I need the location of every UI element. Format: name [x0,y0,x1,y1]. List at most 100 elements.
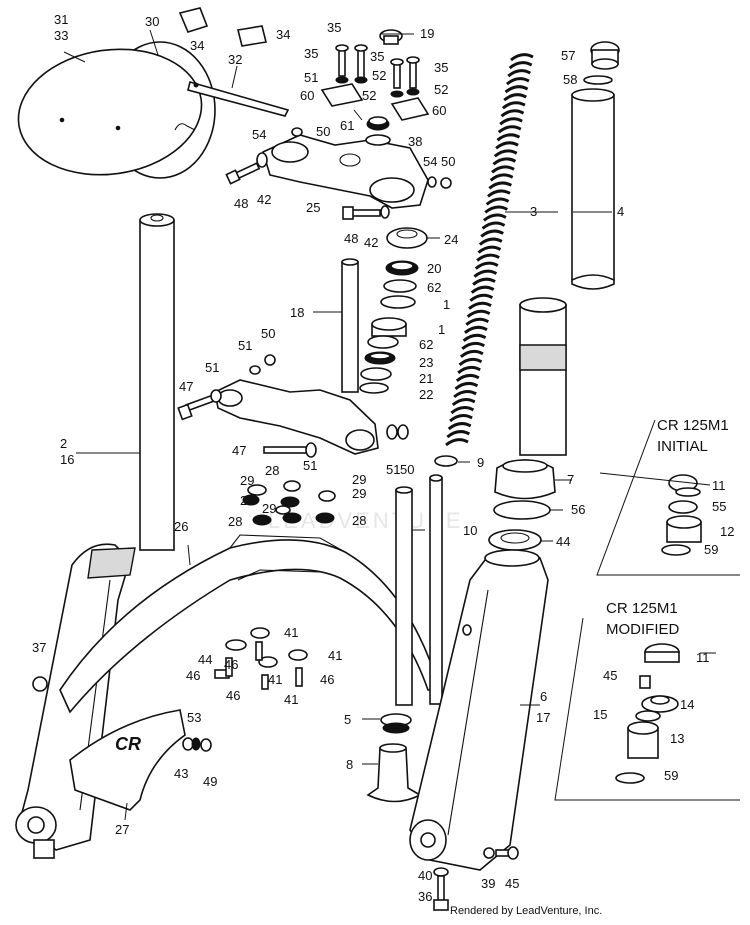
handlebar-clamp-a [320,83,364,107]
callout-c24: 24 [444,232,458,247]
number-plate [17,41,216,179]
right-fork-slider [409,549,549,871]
damper-rod [395,486,413,706]
callout-c27: 27 [115,822,129,837]
callout-c60b: 60 [432,103,446,118]
callout-c19: 19 [420,26,434,41]
credit-text: Rendered by LeadVenture, Inc. [450,905,602,917]
fork-top-bridge [262,134,429,209]
callout-c50c: 50 [261,326,275,341]
spring-seat-5 [380,713,412,734]
callout-c36: 36 [418,889,432,904]
callout-c14: 14 [680,697,694,712]
dust-seal-7 [494,459,556,500]
callout-c29b: 29 [352,472,366,487]
callout-c34a: 34 [190,38,204,53]
rubber-pad-34a [178,7,209,33]
oring-58 [583,75,613,85]
washer-40 [433,867,449,877]
slider-tube [519,297,567,456]
callout-c44b: 44 [198,652,212,667]
nut-50c [397,424,409,440]
callout-c45a: 45 [603,668,617,683]
stem-cap-19 [379,29,403,45]
dust-seal-24 [386,227,428,249]
callout-c1a: 1 [443,297,450,312]
washer-51a-bottom [210,389,222,403]
callout-c13: 13 [670,731,684,746]
washer-52b [390,90,404,98]
inset-modified-title-2: MODIFIED [606,621,679,638]
callout-c28c: 28 [228,514,242,529]
callout-c5: 5 [344,712,351,727]
stem-nut-61 [366,116,390,131]
washer-39 [483,847,495,859]
callout-c11b: 11 [696,650,710,665]
callout-c18: 18 [290,305,304,320]
ring-9 [434,455,458,467]
callout-c31: 31 [54,12,68,27]
callout-c39: 39 [481,876,495,891]
bolt-48b [342,205,390,220]
callout-c17: 17 [536,710,550,725]
washer-54a [291,127,303,137]
callout-c12: 12 [720,524,734,539]
callout-c37: 37 [32,640,46,655]
callout-c29a: 29 [240,473,254,488]
bearing-stack-upper [380,260,419,309]
bolt-47b [263,442,317,458]
callout-c54b: 54 [423,154,437,169]
oil-seal-44 [488,529,542,551]
callout-c54a: 54 [252,127,266,142]
bearing-stack-lower [359,317,407,394]
clip-56 [493,500,551,520]
outer-fork-tube-4 [571,88,615,290]
callout-c22: 22 [419,387,433,402]
callout-c52b: 52 [362,88,376,103]
washer-51d [386,424,398,440]
steering-stem [214,258,379,455]
callout-c9: 9 [477,455,484,470]
callout-c41c: 41 [268,672,282,687]
callout-c45b: 45 [505,876,519,891]
callout-c52a: 52 [372,68,386,83]
callout-c41a: 41 [284,625,298,640]
flap-hardware [182,737,212,752]
callout-c62b: 62 [419,337,433,352]
bolts-35 [335,44,420,89]
callout-c29d: 29 [352,486,366,501]
callout-c35b: 35 [304,46,318,61]
inset-initial-title-1: CR 125M1 [657,417,729,434]
callout-c8: 8 [346,757,353,772]
washer-52c [406,88,420,96]
fork-cap-57 [590,41,620,70]
plate-bracket [187,81,290,117]
rubber-pad-34b [237,25,267,47]
callout-c35d: 35 [434,60,448,75]
nut-50b [440,177,452,189]
callout-c1b: 1 [438,322,445,337]
callout-c57: 57 [561,48,575,63]
bolt-48a [225,152,268,185]
callout-c33: 33 [54,28,68,43]
oil-lock-piece-8 [366,743,422,803]
callout-c59a: 59 [704,542,718,557]
callout-c15: 15 [593,707,607,722]
fork-spring [445,53,534,447]
callout-c43: 43 [174,766,188,781]
callout-c4: 4 [617,204,624,219]
callout-c50b: 50 [441,154,455,169]
callout-c16: 16 [60,452,74,467]
callout-c48a: 48 [234,196,248,211]
bolt-47a [177,394,216,421]
callout-c34b: 34 [276,27,290,42]
callout-c46a: 46 [224,657,238,672]
washer-54b [427,176,437,188]
callout-c38: 38 [408,134,422,149]
callout-c50d: 50 [400,462,414,477]
callout-c25: 25 [306,200,320,215]
callout-c51b: 51 [238,338,252,353]
